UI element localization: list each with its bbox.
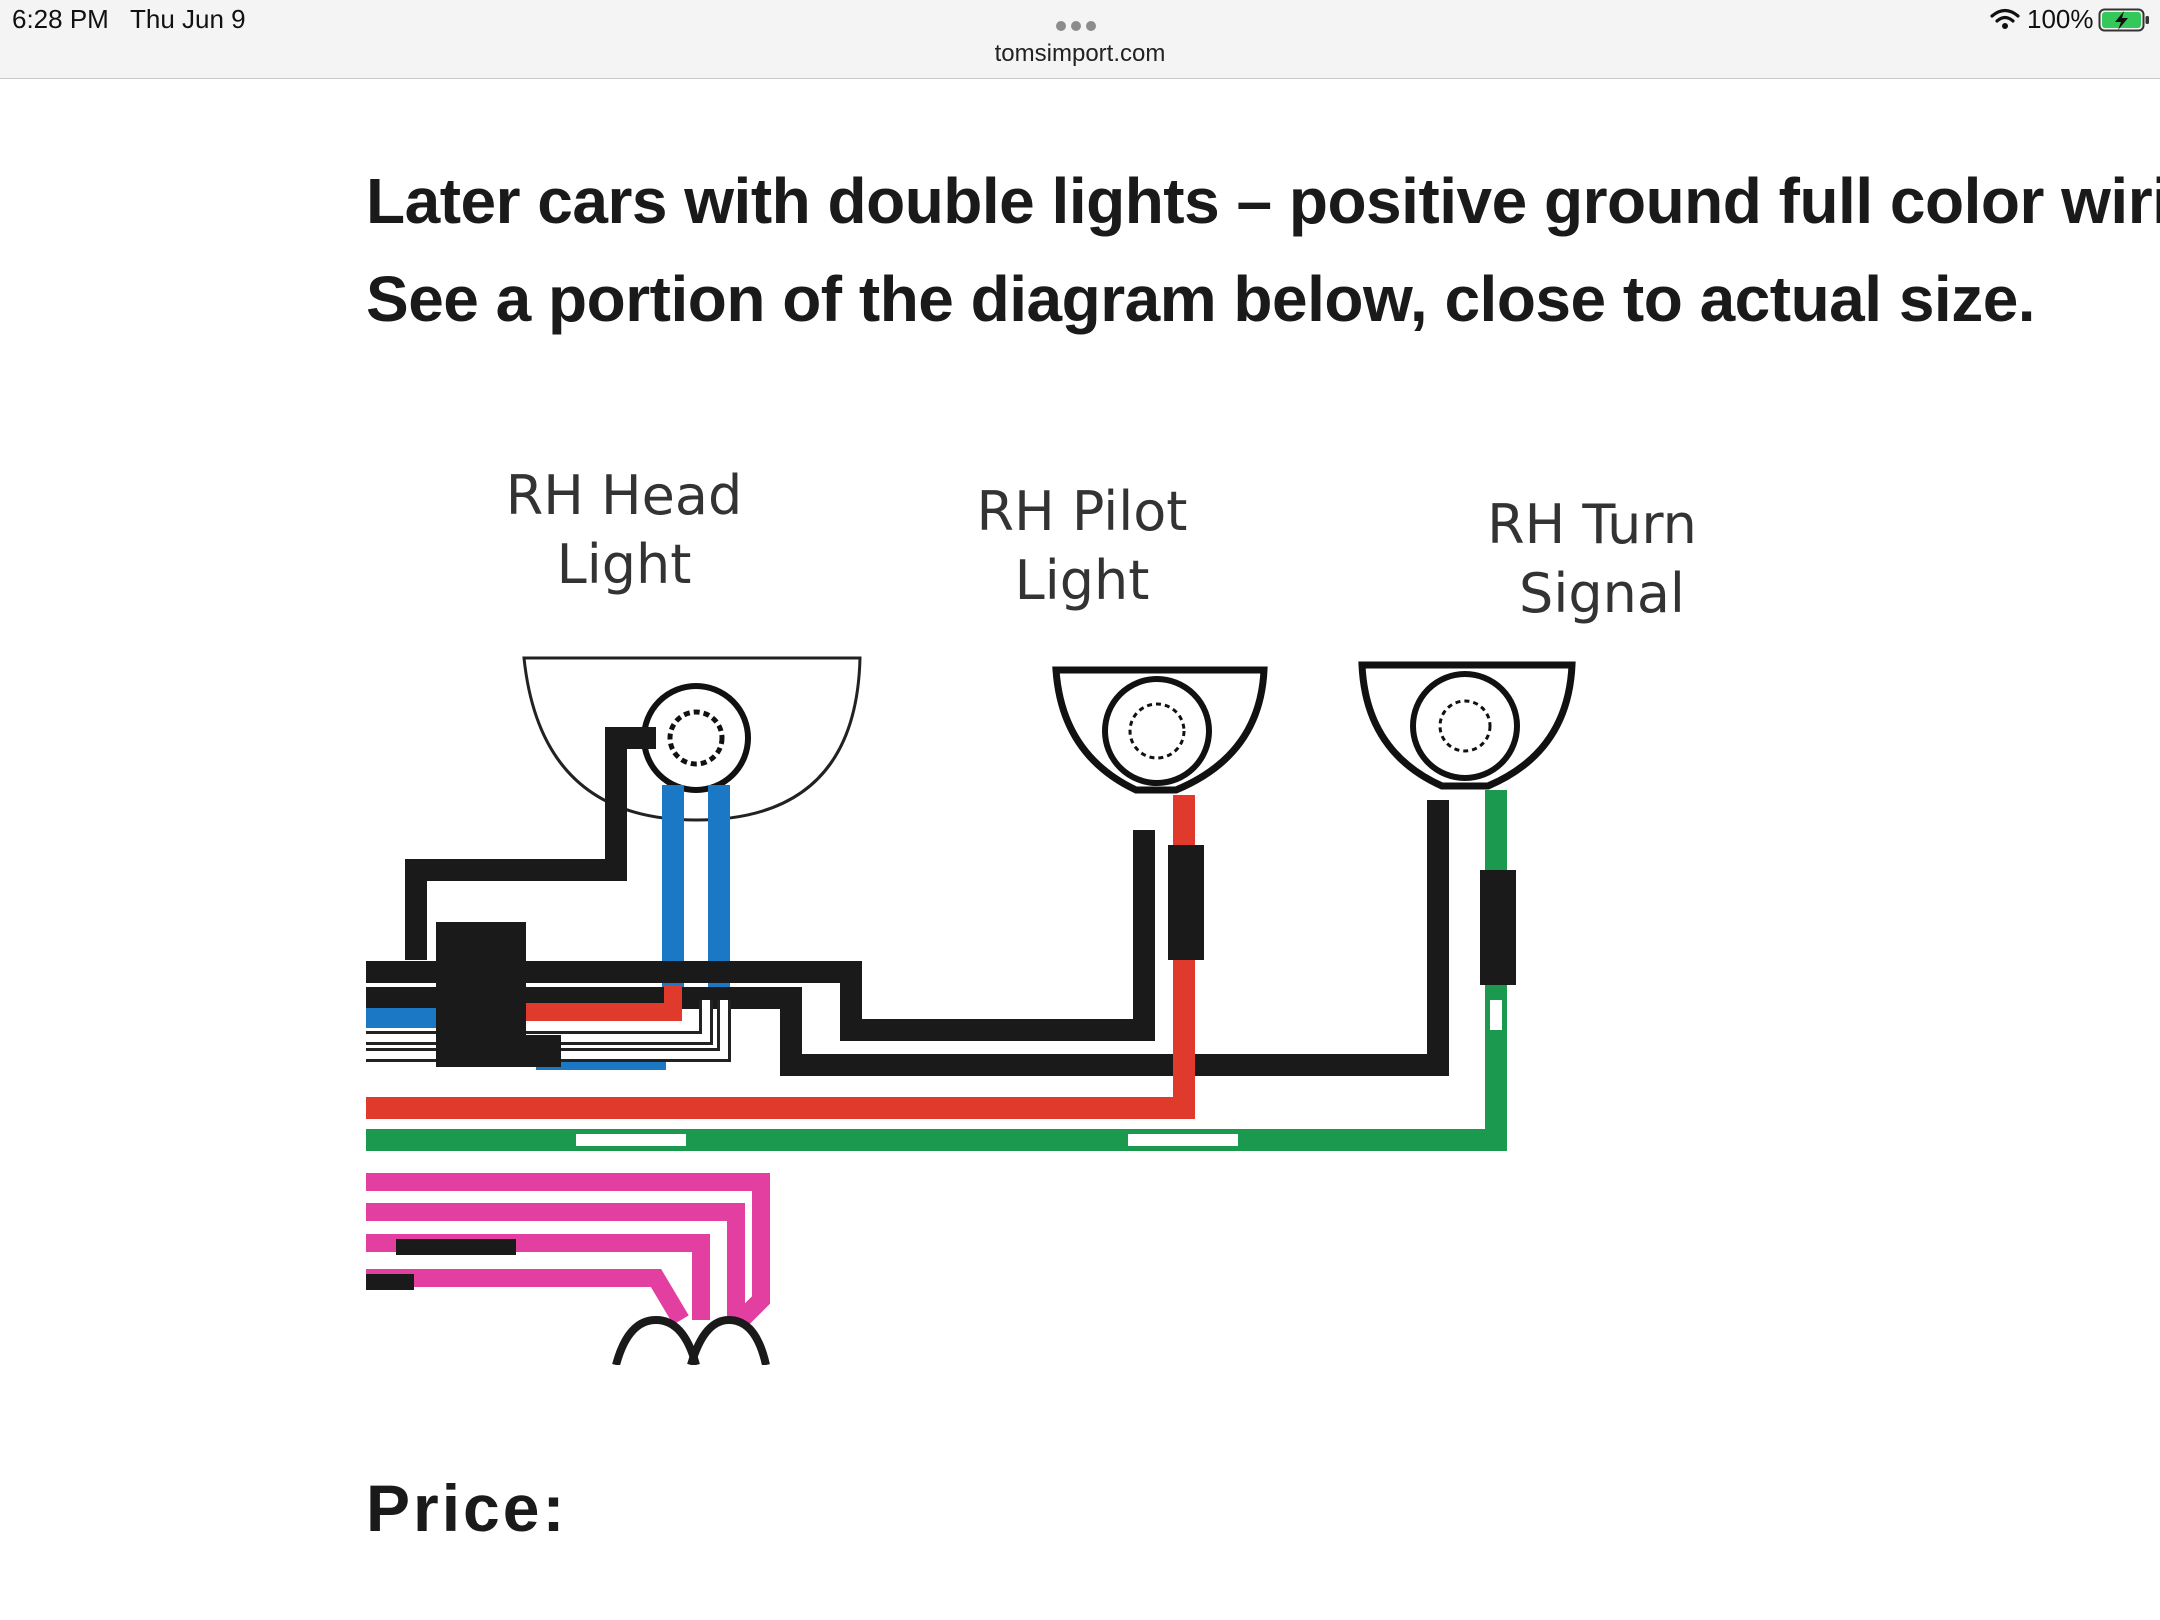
tab-dots-icon[interactable] (1056, 18, 1104, 31)
label-rh-pilot-light-1: RH Pilot (977, 480, 1188, 543)
rh-pilot-light (1052, 666, 1268, 794)
status-time: 6:28 PM (12, 4, 109, 34)
label-rh-head-light-1: RH Head (506, 464, 743, 527)
battery-percent: 100% (2027, 4, 2094, 34)
article-heading-line-1: Later cars with double lights – positive… (366, 165, 2160, 237)
rh-head-light (522, 656, 862, 822)
status-date: Thu Jun 9 (130, 4, 246, 34)
label-rh-head-light-2: Light (557, 533, 692, 596)
label-rh-pilot-light-2: Light (1015, 549, 1150, 612)
url-bar[interactable]: tomsimport.com (994, 40, 1166, 67)
label-rh-turn-signal-2: Signal (1519, 562, 1685, 625)
rh-turn-signal (1358, 661, 1576, 790)
article-heading-line-2: See a portion of the diagram below, clos… (366, 263, 2036, 335)
wiring-diagram: RH Head Light RH Pilot Light RH Turn Sig… (366, 440, 2160, 1365)
battery-charging-icon (2098, 8, 2149, 32)
status-bar: 6:28 PM Thu Jun 9 tomsimport.com 100% (0, 0, 2160, 79)
wifi-icon (1990, 8, 2020, 29)
label-rh-turn-signal-1: RH Turn (1487, 493, 1697, 556)
price-label: Price: (366, 1471, 568, 1545)
